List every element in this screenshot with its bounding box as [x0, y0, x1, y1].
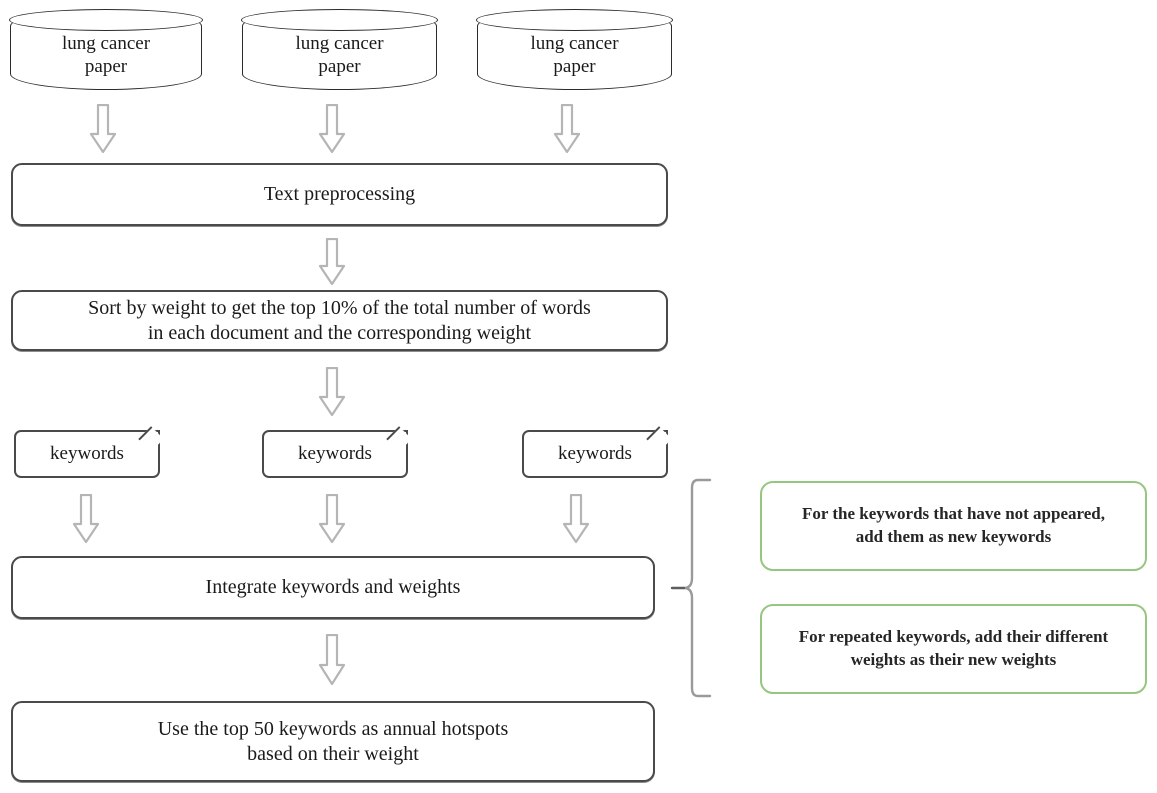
note-new-keywords: For the keywords that have not appeared,… — [760, 481, 1147, 571]
down-block-arrow-icon — [318, 367, 346, 417]
note-new-keywords-label: For the keywords that have not appeared,… — [801, 504, 1105, 546]
down-block-arrow-icon — [562, 494, 590, 544]
step-sort-by-weight-label: Sort by weight to get the top 10% of the… — [88, 296, 591, 344]
step-sort-by-weight: Sort by weight to get the top 10% of the… — [11, 290, 668, 351]
step-annual-hotspots: Use the top 50 keywords as annual hotspo… — [11, 701, 655, 782]
keywords-box-3: keywords — [522, 426, 672, 478]
down-block-arrow-icon — [318, 104, 346, 154]
source-cylinder-2: lung cancer paper — [241, 9, 438, 90]
document-corner-icon — [386, 426, 412, 452]
down-block-arrow-icon — [318, 494, 346, 544]
source-cylinder-1: lung cancer paper — [9, 9, 203, 90]
note-repeated-keywords: For repeated keywords, add their differe… — [760, 604, 1147, 694]
source-cylinder-2-label: lung cancer paper — [295, 32, 384, 77]
source-cylinder-3: lung cancer paper — [476, 9, 673, 90]
down-block-arrow-icon — [318, 634, 346, 686]
keywords-box-2: keywords — [262, 426, 412, 478]
note-repeated-keywords-label: For repeated keywords, add their differe… — [798, 627, 1109, 669]
down-block-arrow-icon — [72, 494, 100, 544]
right-curly-brace-icon — [664, 478, 720, 698]
keywords-box-3-label: keywords — [558, 443, 632, 464]
down-block-arrow-icon — [318, 238, 346, 286]
down-block-arrow-icon — [553, 104, 581, 154]
step-annual-hotspots-label: Use the top 50 keywords as annual hotspo… — [157, 717, 509, 765]
step-text-preprocessing: Text preprocessing — [11, 163, 668, 226]
source-cylinder-1-label: lung cancer paper — [61, 32, 151, 77]
document-corner-icon — [646, 426, 672, 452]
keywords-box-2-label: keywords — [298, 443, 372, 464]
document-corner-icon — [138, 426, 164, 452]
source-cylinder-3-label: lung cancer paper — [530, 32, 619, 77]
keywords-box-1: keywords — [14, 426, 164, 478]
step-integrate-keywords-weights-label: Integrate keywords and weights — [205, 576, 461, 598]
down-block-arrow-icon — [89, 104, 117, 154]
step-text-preprocessing-label: Text preprocessing — [263, 183, 416, 205]
keywords-box-1-label: keywords — [50, 443, 124, 464]
step-integrate-keywords-weights: Integrate keywords and weights — [11, 556, 655, 619]
